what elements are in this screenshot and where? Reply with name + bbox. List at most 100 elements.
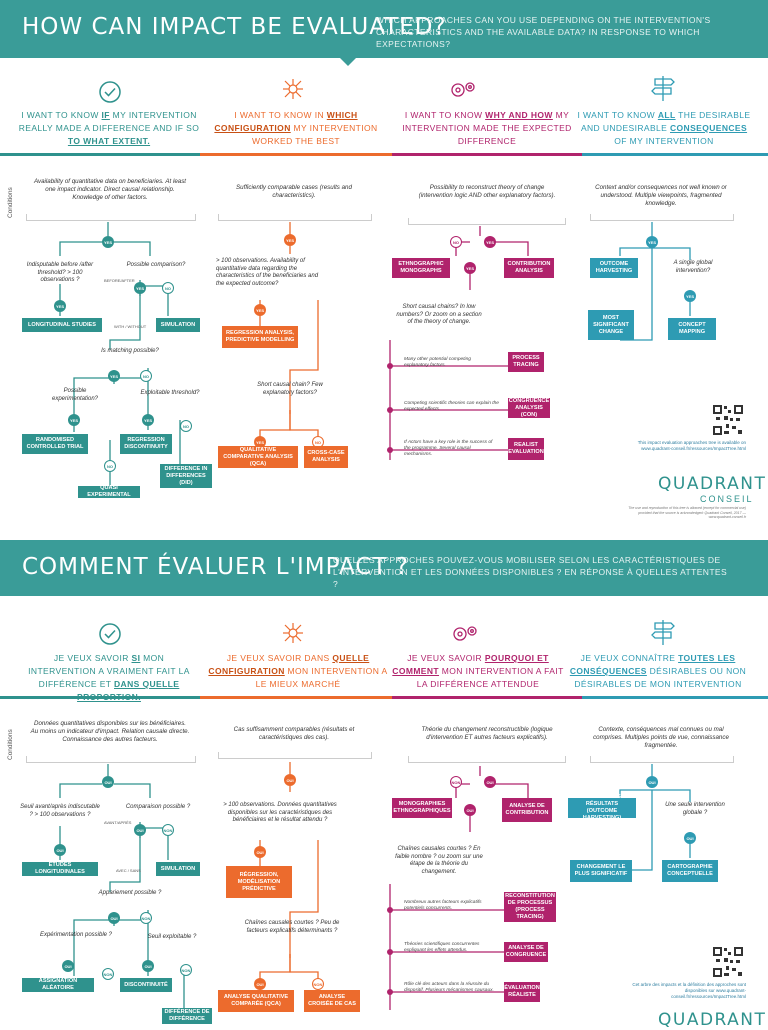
with-without-label: AVEC / SANS	[116, 868, 141, 873]
question-experimentation: Possible experimentation?	[51, 388, 99, 402]
bullet-marker	[387, 949, 393, 955]
yes-node: OUI	[254, 978, 266, 990]
condition-context: Context and/or consequences not well kno…	[595, 184, 727, 207]
signpost-icon	[651, 76, 675, 101]
qr-code	[712, 404, 744, 436]
question-causal-chains: Chaînes causales courtes ? En faible nom…	[395, 846, 483, 875]
simulation-box: SIMULATION	[156, 862, 200, 876]
availability-note: This impact evaluation approaches tree i…	[637, 440, 746, 451]
page-subtitle: QUELLES APPROCHES POUVEZ-VOUS MOBILISER …	[333, 555, 728, 589]
divider-magenta	[392, 153, 582, 156]
concept-mapping-box: CARTOGRAPHIE CONCEPTUELLE	[662, 860, 718, 882]
no-node: NO	[162, 282, 174, 294]
condition-brace	[26, 756, 196, 763]
gears-icon	[451, 82, 475, 97]
condition-competing-theories: Competing scientific theories can explai…	[404, 401, 499, 412]
condition-key-actors: Rôle clé des acteurs dans la réussite du…	[404, 982, 494, 993]
french-poster: COMMENT ÉVALUER L'IMPACT ? QUELLES APPRO…	[0, 540, 768, 1030]
divider-magenta	[392, 696, 582, 699]
qca-box: ANALYSE QUALITATIVE COMPARÉE (QCA)	[218, 990, 294, 1012]
did-box: DIFFÉRENCE DE DIFFÉRENCE	[162, 1008, 212, 1024]
before-after-label: BEFORE/AFTER	[104, 278, 135, 283]
condition-brace	[408, 756, 566, 763]
simulation-box: SIMULATION	[156, 318, 200, 332]
divider-teal	[0, 153, 200, 156]
most-significant-change-box: CHANGEMENT LE PLUS SIGNIFICATIF	[570, 860, 632, 882]
outcome-harvesting-box: OUTCOME HARVESTING	[590, 258, 638, 278]
divider-teal	[0, 696, 200, 699]
question-consequences: I want to know all the desirable and und…	[577, 110, 751, 146]
no-node: NON	[162, 824, 174, 836]
bullet-marker	[387, 407, 393, 413]
random-assignment-box: ASSIGNATION ALÉATOIRE	[22, 978, 94, 992]
availability-note: Cet arbre des impacts et la définition d…	[632, 982, 746, 999]
bullet-marker	[387, 907, 393, 913]
congruence-box: ANALYSE DE CONGRUENCE	[504, 942, 548, 962]
flow-connectors	[59, 762, 691, 1010]
no-node: NON	[180, 964, 192, 976]
yes-node: OUI	[142, 960, 154, 972]
title-banner: COMMENT ÉVALUER L'IMPACT ? QUELLES APPRO…	[0, 540, 768, 596]
yes-node: YES	[68, 414, 80, 426]
cross-case-box: ANALYSE CROISÉE DE CAS	[304, 990, 360, 1012]
network-icon	[283, 79, 303, 99]
no-node: NON	[450, 776, 462, 788]
yes-node: YES	[102, 236, 114, 248]
divider-blue	[582, 153, 768, 156]
cross-case-box: CROSS-CASE ANALYSIS	[304, 446, 348, 468]
question-comparison: Possible comparison?	[126, 262, 186, 268]
bullet-marker	[387, 447, 393, 453]
condition-comparable: Sufficiently comparable cases (results a…	[236, 184, 352, 199]
yes-node: OUI	[108, 912, 120, 924]
condition-theory-change: Théorie du changement reconstructible (l…	[421, 726, 553, 741]
contribution-analysis-box: ANALYSE DE CONTRIBUTION	[502, 798, 552, 822]
yes-node: OUI	[62, 960, 74, 972]
condition-quantitative: Données quantitatives disponibles sur le…	[30, 720, 190, 743]
realist-evaluation-box: REALIST EVALUATION	[508, 438, 544, 460]
question-short-chain: Chaînes causales courtes ? Peu de facteu…	[244, 920, 340, 934]
condition-context: Contexte, conséquences mal connues ou ma…	[593, 726, 729, 749]
yes-node: YES	[254, 304, 266, 316]
condition-many-factors: Nombreux autres facteurs explicatifs pot…	[404, 900, 482, 911]
condition-theory-change: Possibility to reconstruct theory of cha…	[418, 184, 556, 199]
condition-comparable: Cas suffisamment comparables (résultats …	[233, 726, 355, 741]
yes-node: OUI	[646, 776, 658, 788]
question-threshold: Indisputable before /after threshold? > …	[26, 262, 94, 283]
ethnographic-box: MONOGRAPHIES ETHNOGRAPHIQUES	[392, 798, 452, 818]
yes-node: OUI	[464, 804, 476, 816]
bullet-marker	[387, 989, 393, 995]
condition-brace	[26, 214, 196, 221]
no-node: NO	[180, 420, 192, 432]
outcome-harvesting-box: RECUEIL DES RÉSULTATS (OUTCOME HARVESTIN…	[568, 794, 636, 821]
yes-node: YES	[646, 236, 658, 248]
question-why-how: I want to know why and how my interventi…	[402, 110, 572, 146]
condition-brace	[218, 214, 372, 221]
regression-box: RÉGRESSION, MODÉLISATION PRÉDICTIVE	[226, 866, 292, 898]
no-node: NO	[140, 370, 152, 382]
yes-node: YES	[684, 290, 696, 302]
process-tracing-box: RECONSTITUTION DE PROCESSUS (PROCESS TRA…	[504, 892, 556, 922]
question-configuration: Je veux savoir dans quelle configuration…	[208, 653, 388, 689]
no-node: NO	[450, 236, 462, 248]
question-why-how: Je veux savoir pourquoi et comment mon i…	[392, 653, 564, 689]
yes-node: YES	[284, 234, 296, 246]
question-threshold: Seuil avant/après indiscutable ? > 100 o…	[20, 804, 100, 818]
question-exploitable-threshold: Seuil exploitable ?	[147, 934, 197, 940]
did-box: DIFFERENCE IN DIFFERENCES (DID)	[160, 464, 212, 488]
regression-analysis-box: REGRESSION ANALYSIS, PREDICTIVE MODELLIN…	[222, 326, 298, 348]
realist-evaluation-box: ÉVALUATION RÉALISTE	[504, 982, 540, 1002]
checkmark-icon	[99, 623, 121, 645]
yes-node: OUI	[484, 776, 496, 788]
process-tracing-box: PROCESS TRACING	[508, 352, 544, 372]
english-poster: HOW CAN IMPACT BE EVALUATED? WHICH APPRO…	[0, 0, 768, 519]
condition-brace	[218, 752, 372, 759]
qca-box: QUALITATIVE COMPARATIVE ANALYSIS (QCA)	[218, 446, 298, 468]
divider-orange	[200, 696, 392, 699]
yes-node: YES	[134, 282, 146, 294]
condition-brace	[590, 214, 734, 221]
condition-quantitative: Availability of quantitative data on ben…	[33, 178, 187, 201]
no-node: NON	[140, 912, 152, 924]
gears-icon	[453, 626, 477, 641]
question-if: I want to know if my intervention really…	[18, 110, 200, 146]
yes-node: OUI	[54, 844, 66, 856]
